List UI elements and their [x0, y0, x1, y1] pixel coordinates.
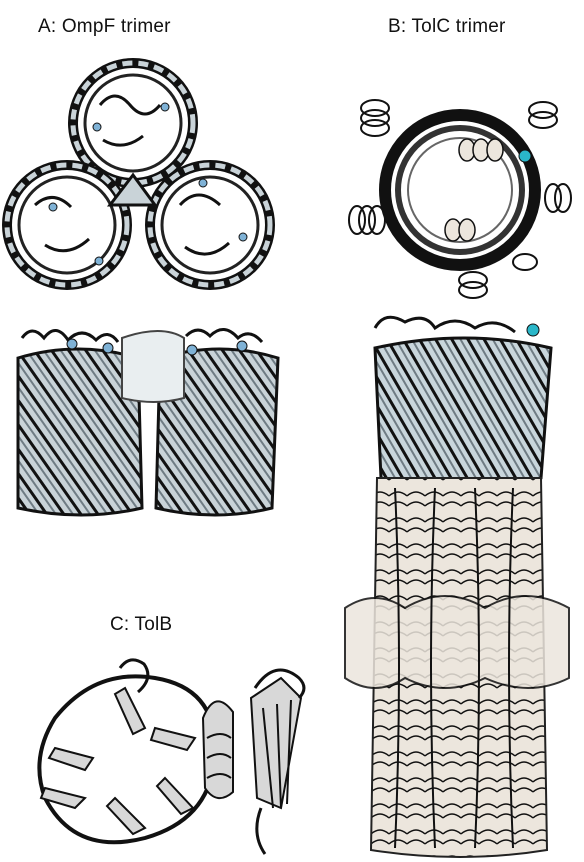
tolc-inner-helices	[445, 139, 503, 241]
tolc-top-view	[335, 80, 580, 305]
panel-b-title: B: TolC trimer	[388, 16, 506, 38]
panel-a-title: A: OmpF trimer	[38, 16, 171, 38]
tolb-structure	[15, 648, 325, 858]
ompf-monomer-right	[150, 165, 270, 285]
tolc-beta-barrel	[375, 338, 551, 489]
ompf-side-view	[10, 318, 290, 533]
ompf-top-view	[5, 55, 285, 315]
panel-c-title: C: TolB	[110, 614, 172, 636]
tolc-side-view	[335, 308, 580, 860]
tolc-equatorial-domain	[345, 596, 569, 688]
ompf-monomer-left	[7, 165, 127, 285]
tolb-n-terminal-domain	[203, 670, 304, 854]
ompf-barrel-back	[122, 331, 184, 402]
tolc-cyan-residue	[519, 150, 531, 162]
